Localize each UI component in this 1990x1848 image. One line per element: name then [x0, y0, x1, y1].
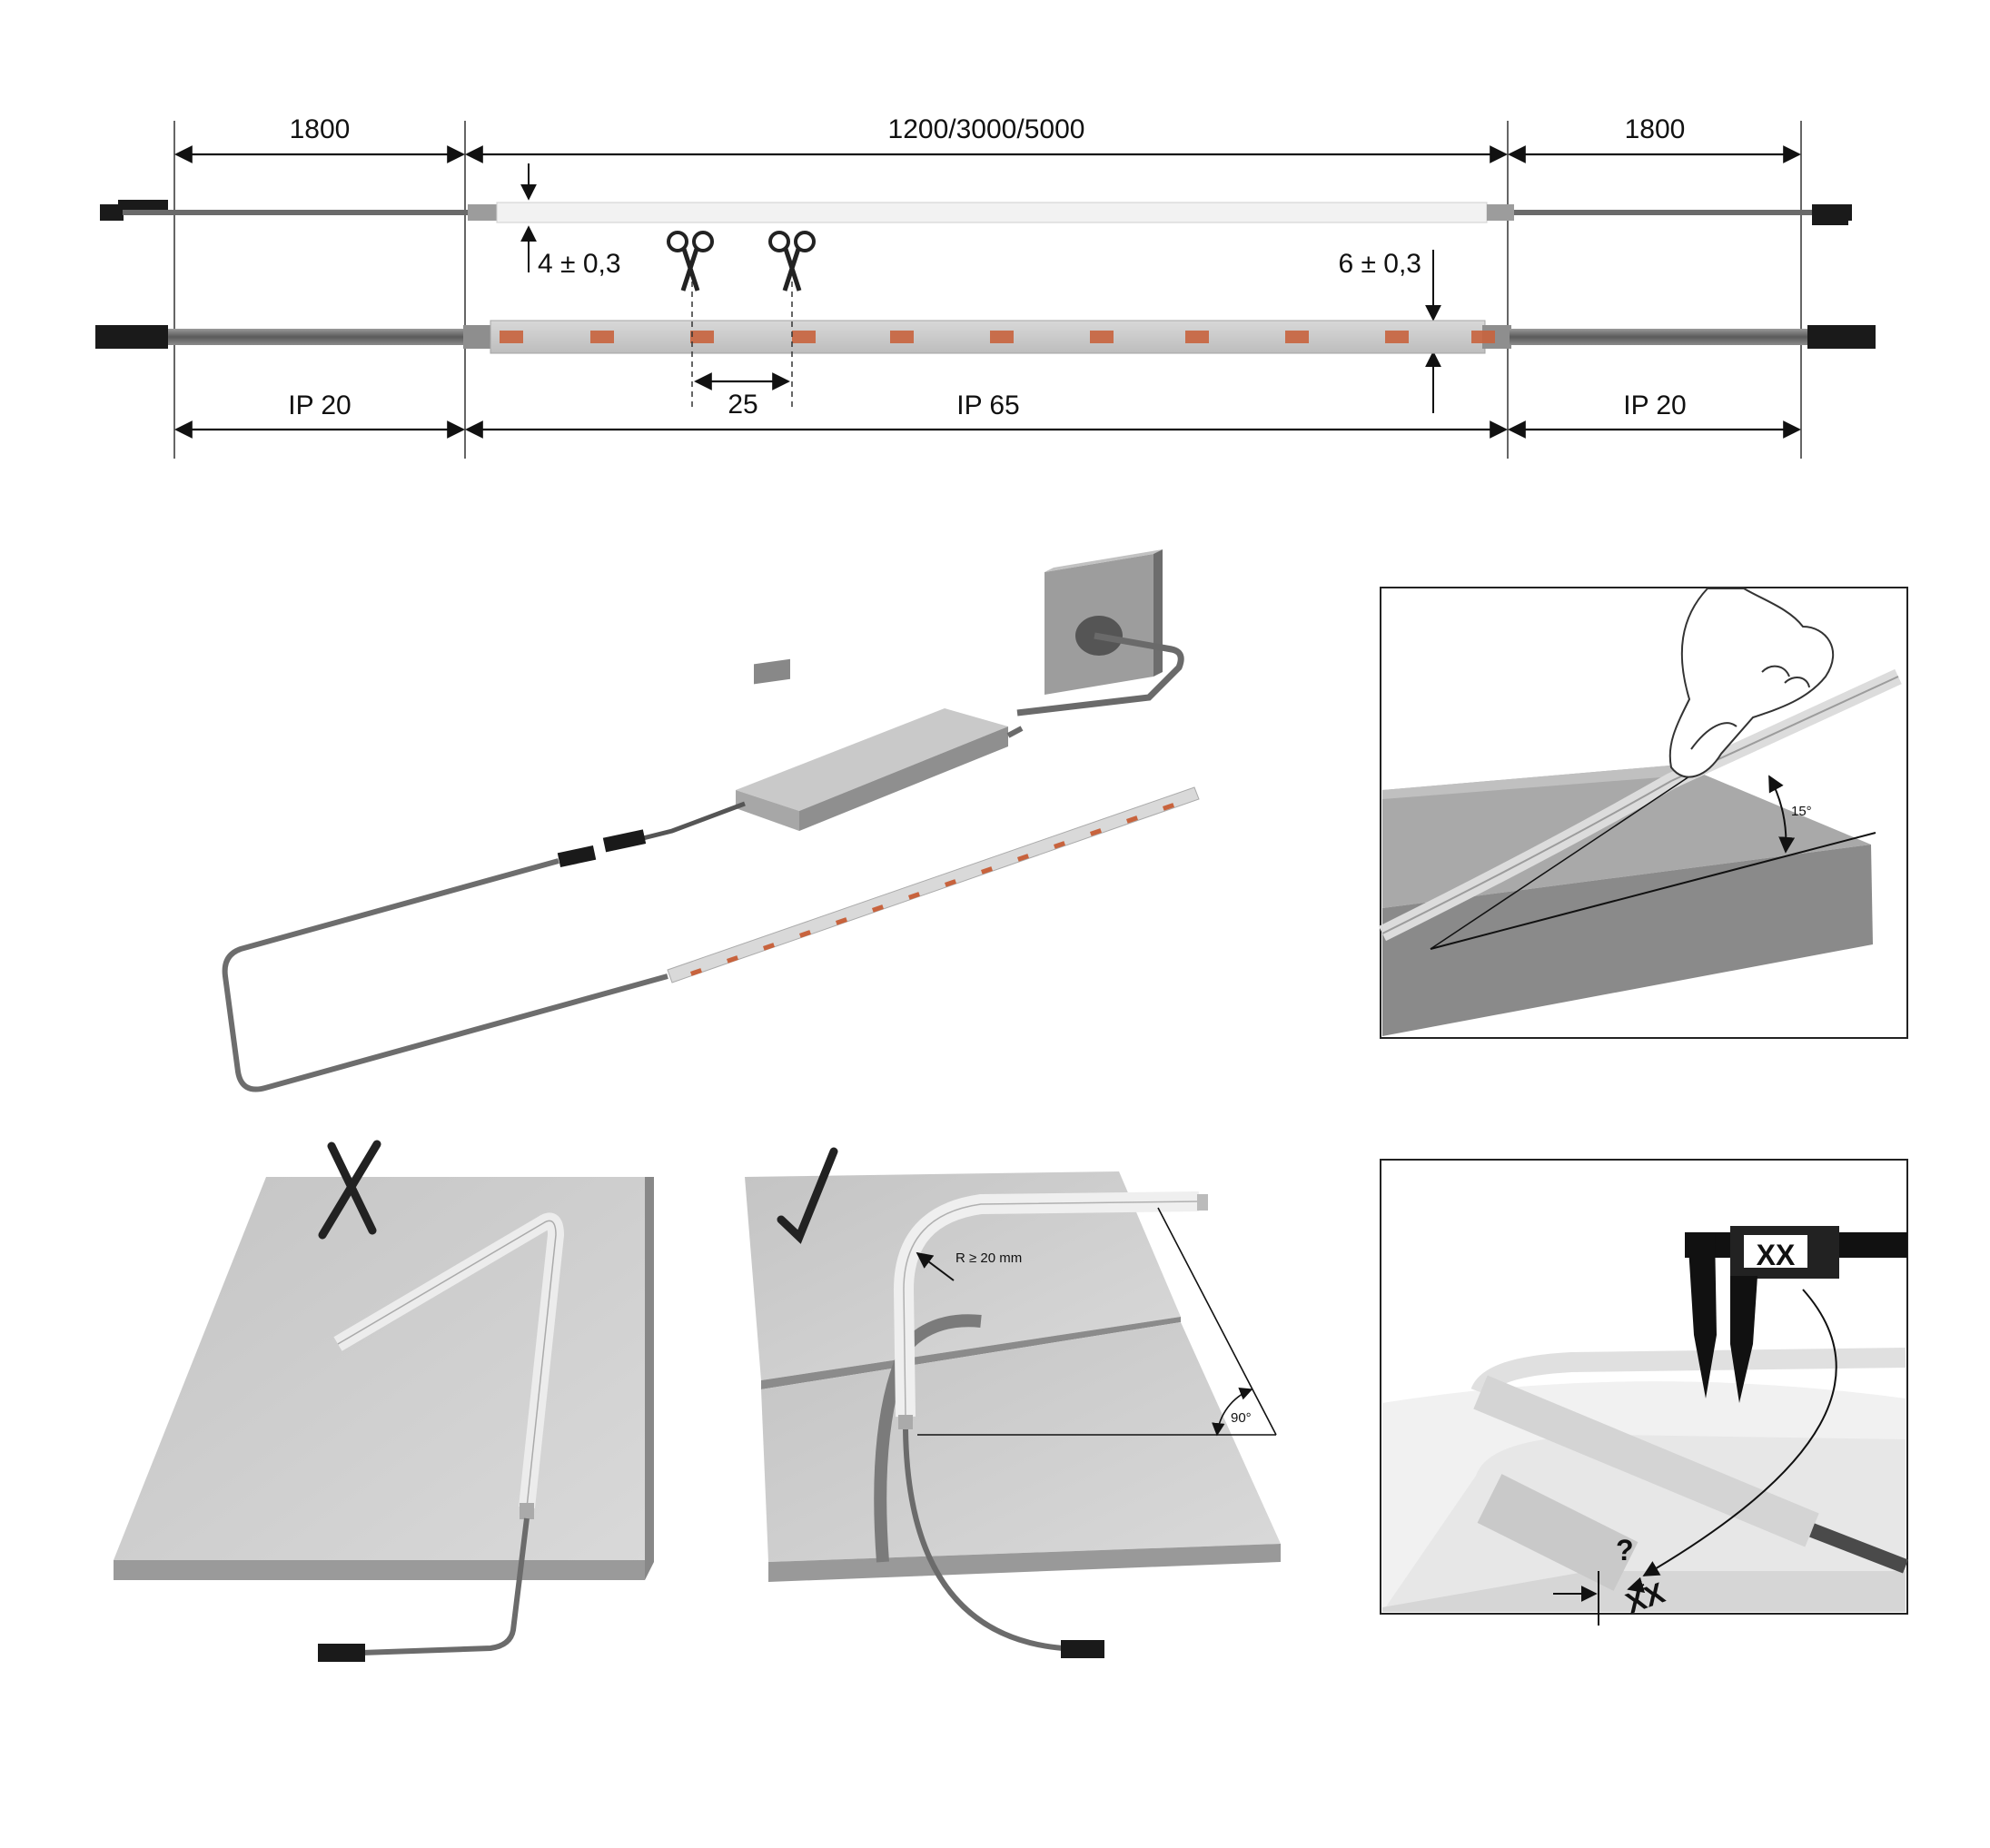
label-height-large: 6 ± 0,3	[1338, 249, 1421, 279]
led-chip	[1017, 854, 1029, 862]
led-chip	[907, 892, 920, 900]
led-chip	[890, 331, 914, 343]
led-chip	[1285, 331, 1309, 343]
led-chip	[590, 331, 614, 343]
label-ip-left: IP 20	[288, 390, 351, 420]
label-cable-left: 1800	[290, 114, 351, 144]
led-chip	[1090, 331, 1114, 343]
led-chip	[1471, 331, 1495, 343]
led-chip	[836, 917, 847, 925]
strip-top-view	[100, 200, 1852, 225]
label-ip-right: IP 20	[1623, 390, 1687, 420]
top-dimension-drawing: 1800 1200/3000/5000 1800 4 ± 0,3	[95, 114, 1876, 459]
wrong-x-mark	[318, 1140, 381, 1240]
label-cable-right: 1800	[1625, 114, 1686, 144]
caliper-readout: XX	[1757, 1239, 1796, 1271]
power-supply-setup	[222, 549, 1200, 1092]
led-chip	[1385, 331, 1409, 343]
led-chip	[1090, 828, 1102, 836]
scissors-icon	[667, 231, 714, 292]
strip-side-view	[95, 320, 1876, 354]
led-chip	[763, 943, 775, 951]
caliper-illustration	[1685, 1226, 1907, 1403]
correct-bending-example: R ≥ 20 mm 90°	[745, 1147, 1281, 1658]
label-cut-interval: 25	[728, 390, 757, 420]
led-chip	[727, 955, 738, 964]
scissors-icon	[768, 231, 816, 292]
label-bend-radius: R ≥ 20 mm	[955, 1250, 1022, 1266]
led-chip	[872, 904, 884, 913]
detail-box-caliper: XX XX ?	[1380, 1159, 1908, 1626]
correct-check-mark	[777, 1147, 838, 1244]
label-height-small: 4 ± 0,3	[538, 249, 621, 279]
led-chip	[1126, 815, 1138, 824]
led-chip	[1185, 331, 1209, 343]
connector-left	[100, 204, 124, 221]
label-ip-middle: IP 65	[956, 390, 1020, 420]
led-chip	[792, 331, 816, 343]
led-chip	[990, 331, 1014, 343]
led-chip	[500, 331, 523, 343]
led-chip	[690, 331, 714, 343]
label-angle: 15°	[1791, 804, 1812, 819]
hand-illustration	[1668, 588, 1835, 778]
label-strip-length: 1200/3000/5000	[888, 114, 1085, 144]
label-corner-angle: 90°	[1231, 1410, 1252, 1426]
led-chip	[981, 866, 993, 875]
detail-box-adhesion-angle: 15°	[1379, 587, 1908, 1039]
connector-right	[1812, 204, 1852, 221]
led-chip	[799, 930, 811, 938]
led-chip	[944, 879, 956, 887]
wrong-bending-example	[114, 1140, 654, 1662]
led-chip	[1162, 803, 1174, 811]
led-chip	[690, 968, 702, 976]
unknown-mark: ?	[1616, 1534, 1634, 1566]
led-chip	[1054, 841, 1065, 849]
